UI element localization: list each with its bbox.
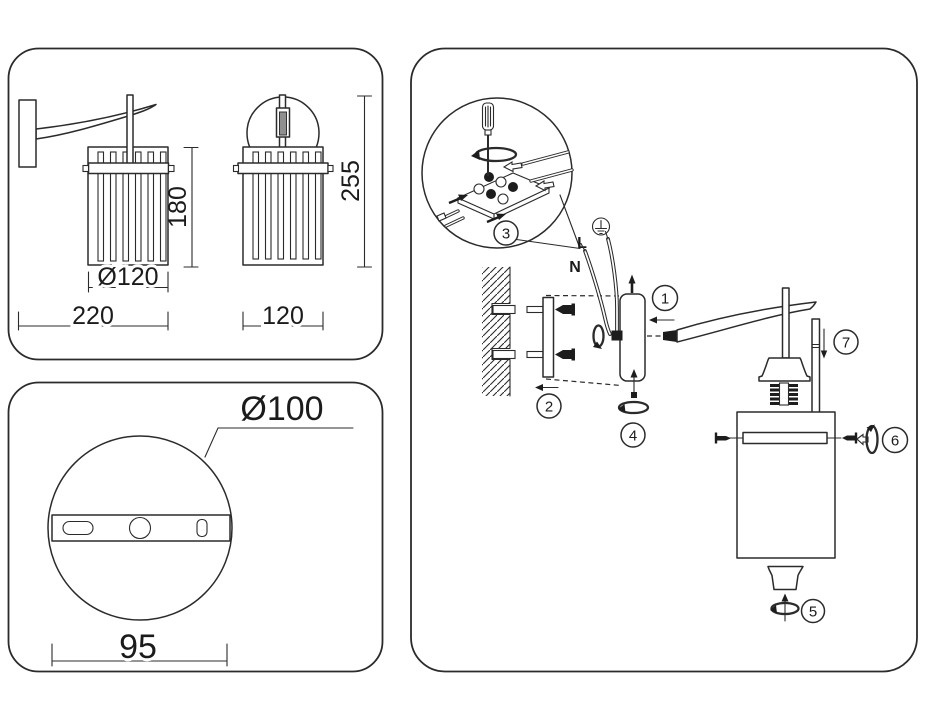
rotate-icon: [592, 324, 605, 349]
wall-anchor: [492, 304, 516, 315]
leader-line: [204, 427, 354, 458]
step-circle: [493, 220, 519, 246]
insert-arrow-outline: [856, 433, 869, 446]
sconce-side-view: [18, 94, 175, 266]
lock-screw-assembly: [617, 369, 650, 415]
slot-hole: [62, 520, 94, 536]
dim-label: 255: [337, 160, 365, 202]
insert-down-arrow: [820, 328, 828, 359]
wall-plate: [18, 99, 37, 168]
shade-slats: [252, 151, 322, 260]
panel-mounting-plate: Ø100 95: [7, 381, 384, 673]
wiring-detail-bubble: 3: [421, 97, 581, 250]
step-number: 6: [891, 433, 899, 450]
wire-connector: [611, 330, 623, 341]
step-number: 3: [502, 226, 510, 243]
wire-label-neutral: N: [569, 259, 581, 276]
center-hole: [128, 516, 152, 540]
wire-label-line: L: [577, 235, 587, 252]
sconce-front-view: [232, 94, 334, 266]
dim-label: 95: [119, 628, 157, 666]
step-circle: [651, 284, 679, 312]
bottom-finial: [767, 565, 804, 591]
bubble-pointer: [512, 194, 581, 250]
rotate-icon: [865, 424, 879, 455]
rotate-icon: [471, 146, 518, 163]
supply-wires: [580, 230, 623, 349]
dimension-shade-height: 180: [164, 146, 199, 268]
step-marker-6: 6: [881, 426, 909, 454]
step-number: 2: [545, 399, 553, 416]
step-circle: [881, 426, 909, 454]
wall-backplate: [619, 293, 646, 382]
dim-label: 120: [262, 302, 304, 330]
arm-connector: [663, 330, 677, 342]
bracket-bar: [542, 296, 555, 378]
lamp-socket: [758, 357, 811, 406]
lamp-stem: [781, 287, 790, 359]
shade-band: [742, 431, 828, 445]
step-circle: [833, 329, 859, 355]
socket-thread: [770, 382, 798, 406]
slide-up-arrow: [628, 274, 636, 293]
step-number: 1: [661, 291, 669, 308]
mounting-bracket: [526, 296, 575, 378]
curved-arm: [676, 301, 817, 343]
dimension-overall-width: 220: [17, 299, 169, 333]
step-marker-1: 1: [651, 284, 679, 312]
rotate-icon: [617, 400, 650, 415]
step-marker-4: 4: [620, 422, 646, 448]
step-marker-7: 7: [833, 329, 859, 355]
step-circle: [800, 598, 826, 624]
panel-product-dimensions: Ø120 220 180 120 255: [7, 47, 384, 361]
step-circle: [536, 393, 562, 419]
shade-slats: [97, 151, 167, 262]
step-number: 5: [809, 604, 817, 621]
alignment-dashes: [545, 294, 622, 387]
screw-icon: [555, 303, 575, 316]
fixture-wires: [521, 150, 574, 183]
dimension-overall-height: 255: [337, 95, 373, 268]
dim-label: Ø120: [97, 263, 158, 291]
step-number: 4: [629, 428, 637, 445]
insert-arrow-outline: [502, 161, 555, 192]
panel-border: [7, 47, 384, 361]
screwdriver-icon: [481, 102, 495, 176]
plate-diameter-label: Ø100: [240, 390, 323, 428]
ground-icon: [591, 217, 611, 236]
screw-icon: [714, 432, 731, 444]
step-marker-5: 5: [800, 598, 826, 624]
shade-band: [237, 162, 329, 175]
step-marker-3: 3: [493, 220, 519, 246]
step-number: 7: [842, 335, 850, 352]
wall-anchor: [492, 349, 516, 360]
bracket-stud: [526, 305, 544, 314]
insert-arrow: [486, 213, 506, 224]
dimension-front-width: 120: [242, 299, 324, 333]
screw-icon: [842, 432, 858, 444]
stem-rod: [126, 94, 134, 166]
dim-label: 180: [164, 186, 192, 228]
insert-arrow: [448, 194, 468, 205]
wall-section: [482, 266, 516, 397]
mains-wires: [436, 209, 465, 228]
panel-installation: 3 L N: [410, 47, 918, 673]
attach-arm-arrow: [649, 316, 675, 324]
screw-up-arrow: [781, 593, 789, 622]
dimension-hole-spacing: 95: [51, 625, 228, 669]
arm-outline: [35, 103, 157, 140]
dimension-shade-diameter: Ø120: [87, 260, 169, 294]
bubble-outline: [421, 97, 573, 249]
dim-label: 220: [72, 302, 114, 330]
step-circle: [620, 422, 646, 448]
bracket-stud: [526, 350, 544, 359]
shade-band: [87, 162, 170, 175]
stem-joint-core: [279, 111, 287, 136]
step-marker-2: 2: [536, 393, 562, 419]
keyhole: [196, 518, 208, 538]
screw-icon: [555, 348, 575, 361]
remove-arrow: [535, 384, 559, 391]
wall-hatching: [482, 267, 510, 396]
